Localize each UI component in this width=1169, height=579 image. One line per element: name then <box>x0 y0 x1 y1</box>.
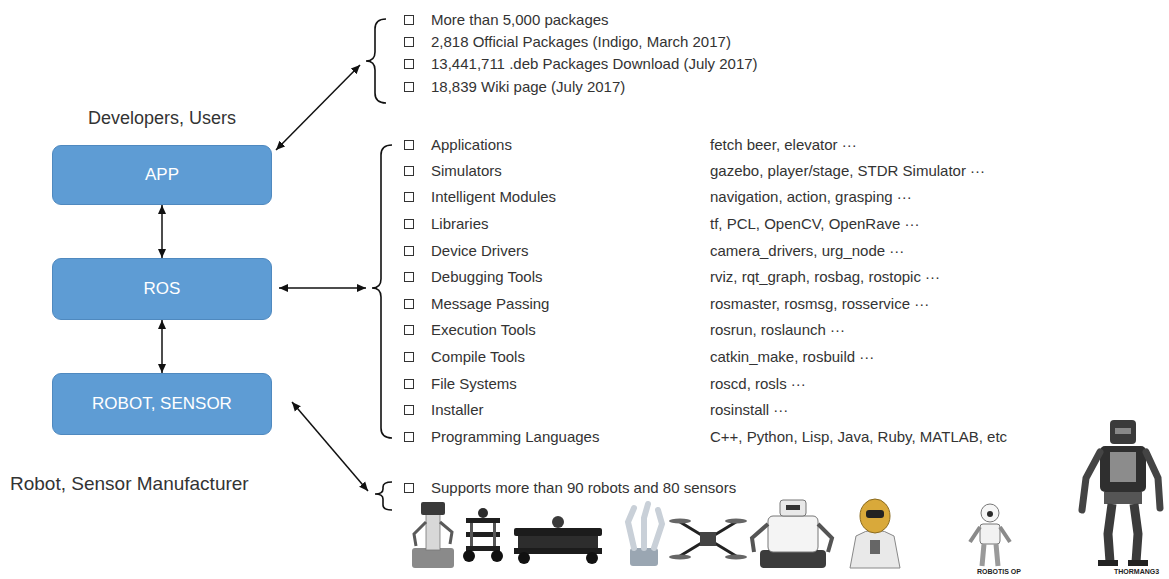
example-text: navigation, action, grasping ··· <box>710 188 912 206</box>
robot-name: THORMANG3 <box>1114 568 1159 576</box>
example-text: catkin_make, rosbuild ··· <box>710 348 874 366</box>
list-text: Installer <box>431 401 484 419</box>
list-text: Simulators <box>431 162 502 180</box>
robot-pictures <box>412 420 1160 568</box>
example-text: rviz, rqt_graph, rosbag, rostopic ··· <box>710 268 940 286</box>
checkbox <box>405 16 414 493</box>
list-text: Debugging Tools <box>431 268 542 286</box>
list-text: Applications <box>431 136 512 154</box>
list-text: Compile Tools <box>431 348 525 366</box>
list-text: Intelligent Modules <box>431 188 556 206</box>
example-text: camera_drivers, urg_node ··· <box>710 242 904 260</box>
example-text: tf, PCL, OpenCV, OpenRave ··· <box>710 215 920 233</box>
example-text: roscd, rosls ··· <box>710 375 806 393</box>
robot-name: ROBOTIS OP <box>977 568 1021 576</box>
box-label: ROS <box>144 279 181 299</box>
list-text: Message Passing <box>431 295 549 313</box>
list-text: Device Drivers <box>431 242 529 260</box>
example-text: rosinstall ··· <box>710 401 788 419</box>
example-text: fetch beer, elevator ··· <box>710 136 857 154</box>
list-text: Execution Tools <box>431 321 536 339</box>
example-text: rosrun, roslaunch ··· <box>710 321 845 339</box>
list-text: Robot, Sensor Manufacturer <box>10 472 249 495</box>
list-text: Programming Languages <box>431 428 599 446</box>
list-text: 13,441,711 .deb Packages Download (July … <box>431 55 758 73</box>
list-text: More than 5,000 packages <box>431 11 609 29</box>
layer-box: ROBOT, SENSOR <box>52 373 272 435</box>
list-text: Developers, Users <box>88 107 236 129</box>
connector-arrow <box>161 205 163 258</box>
layer-box: ROS <box>52 258 272 320</box>
box-label: APP <box>145 165 179 185</box>
connector-arrow <box>161 320 163 373</box>
example-text: gazebo, player/stage, STDR Simulator ··· <box>710 162 985 180</box>
example-text: rosmaster, rosmsg, rosservice ··· <box>710 295 929 313</box>
list-text: File Systems <box>431 375 517 393</box>
list-text: 2,818 Official Packages (Indigo, March 2… <box>431 33 731 51</box>
bracket <box>366 19 392 510</box>
example-text: C++, Python, Lisp, Java, Ruby, MATLAB, e… <box>710 428 1007 446</box>
list-text: Supports more than 90 robots and 80 sens… <box>431 479 736 497</box>
box-label: ROBOT, SENSOR <box>92 394 232 414</box>
layer-box: APP <box>52 145 272 205</box>
bracket-arrow <box>276 65 368 491</box>
list-text: Libraries <box>431 215 489 233</box>
list-text: 18,839 Wiki page (July 2017) <box>431 78 625 96</box>
